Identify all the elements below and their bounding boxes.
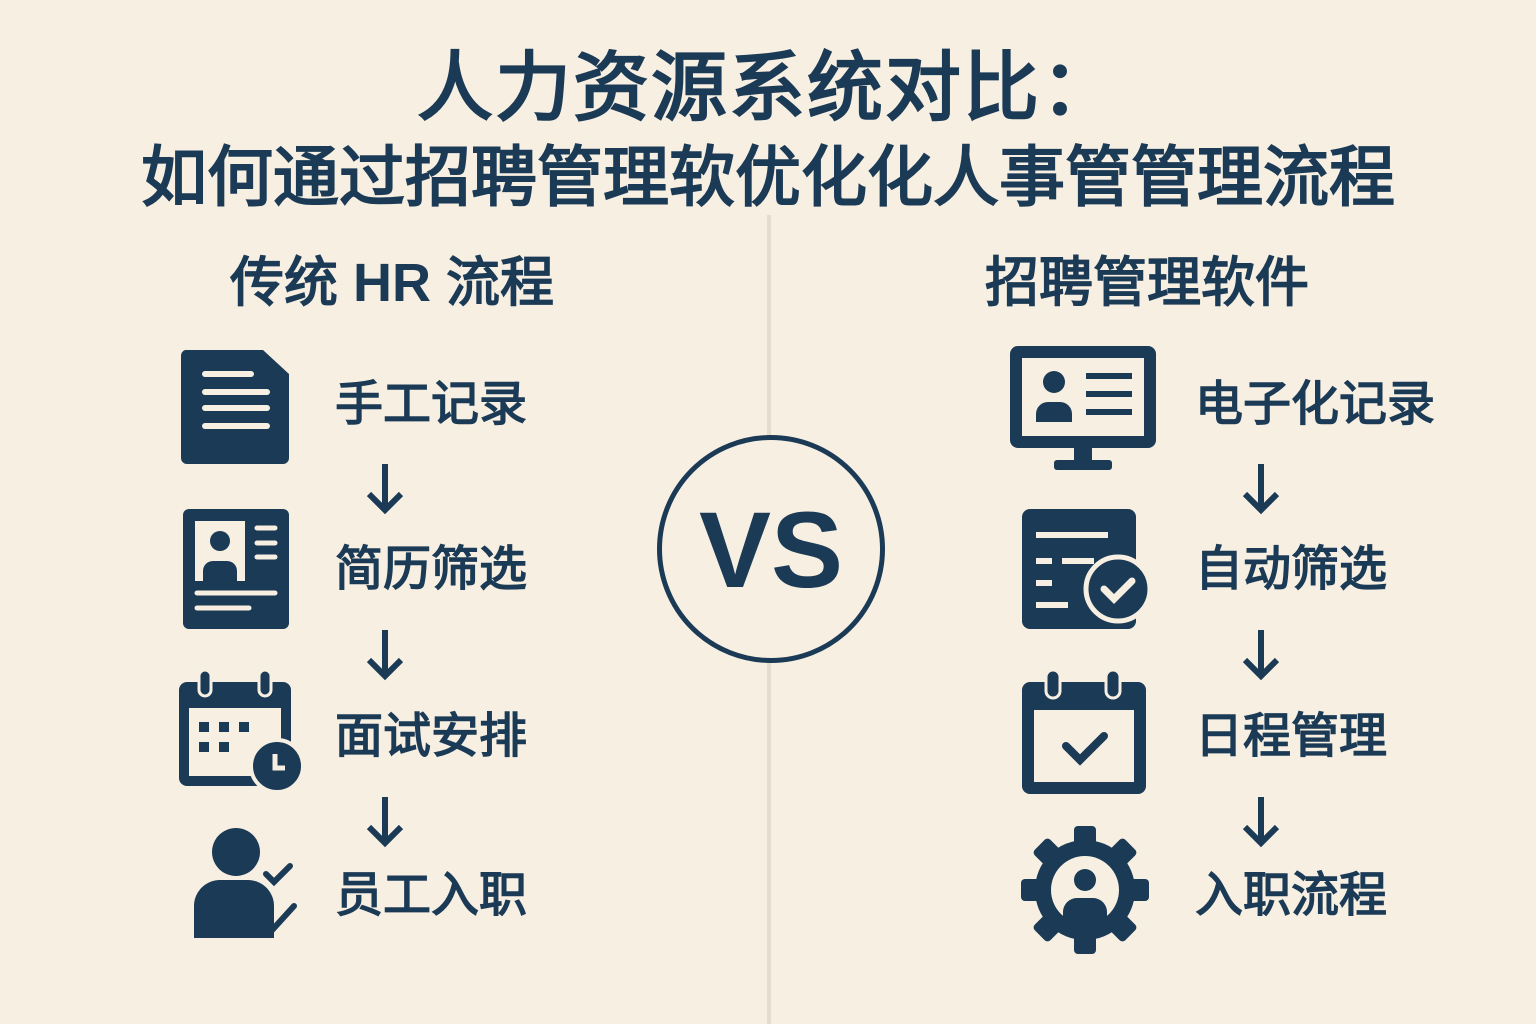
calendar-check-icon	[1022, 668, 1146, 794]
right-step-4: 入职流程	[1195, 869, 1388, 922]
right-step-1: 电子化记录	[1195, 378, 1436, 431]
calendar-clock-icon	[179, 668, 305, 794]
monitor-profile-icon	[1010, 346, 1156, 470]
arrow-down-icon	[366, 464, 404, 515]
left-heading: 传统 HR 流程	[230, 253, 554, 313]
person-check-icon	[194, 828, 297, 938]
arrow-down-icon	[1242, 630, 1280, 681]
arrow-down-icon	[366, 797, 404, 848]
vs-badge: VS	[657, 435, 885, 663]
arrow-down-icon	[1242, 797, 1280, 848]
document-icon	[180, 350, 289, 464]
left-step-4: 员工入职	[335, 869, 528, 922]
right-step-2: 自动筛选	[1195, 543, 1388, 596]
arrow-down-icon	[1242, 464, 1280, 515]
left-step-2: 简历筛选	[335, 543, 528, 596]
right-step-3: 日程管理	[1195, 710, 1388, 763]
right-heading: 招聘管理软件	[985, 253, 1309, 313]
arrow-down-icon	[366, 630, 404, 681]
left-step-3: 面试安排	[335, 710, 528, 763]
left-step-1: 手工记录	[335, 378, 528, 431]
title-line-2: 如何通过招聘管理软优化化人事管管理流程	[141, 140, 1395, 214]
gear-person-icon	[1021, 826, 1149, 954]
document-check-icon	[1022, 509, 1153, 629]
resume-icon	[183, 509, 289, 629]
title-line-1: 人力资源系统对比：	[417, 46, 1119, 131]
